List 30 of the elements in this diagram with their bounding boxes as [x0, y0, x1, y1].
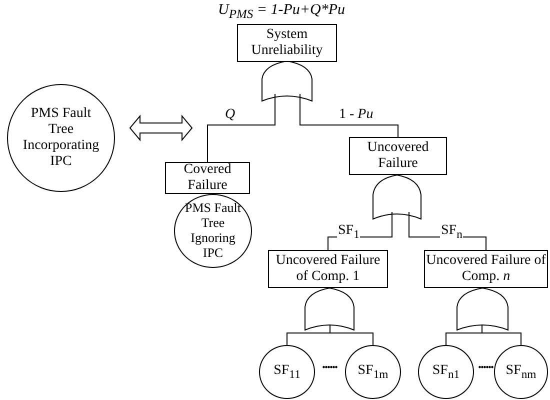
or-gate	[304, 288, 354, 330]
edge-label: SF$_{n}$	[440, 224, 464, 240]
event-box	[165, 162, 250, 194]
or-gate	[262, 60, 312, 102]
double-arrow	[129, 114, 193, 142]
event-label: SF$_{1m}$	[358, 362, 388, 382]
event-label: Covered Failure	[182, 162, 232, 194]
event-label: PMS Fault Tree Ignoring IPC	[184, 201, 242, 261]
ellipsis-dots: ......	[322, 357, 337, 373]
connector	[300, 94, 398, 138]
formula-text: U$_{PMS}$ = 1-Pu+Q*Pu	[218, 2, 346, 22]
event-box	[349, 137, 447, 175]
event-label: SF$_{nm}$	[506, 362, 536, 382]
event-circle	[494, 345, 548, 399]
event-label: Uncovered Failure of Comp. n	[425, 252, 547, 286]
event-box	[237, 24, 337, 62]
connector	[408, 212, 486, 250]
event-label: SF$_{n1}$	[432, 362, 460, 382]
event-label: System Unreliability	[250, 26, 324, 60]
edge-label: Q	[224, 108, 236, 122]
event-label: Uncovered Failure of Comp. 1	[274, 252, 382, 286]
edge-label: SF$_{1}$	[337, 224, 360, 240]
connector	[328, 212, 392, 250]
connector	[207, 94, 276, 162]
event-label: SF$_{11}$	[274, 362, 300, 382]
event-label: Uncovered Failure	[366, 140, 430, 172]
or-gate	[456, 288, 508, 330]
ellipsis-dots: ......	[478, 357, 493, 373]
or-gate	[372, 174, 422, 220]
event-label: PMS Fault Tree Incorporating IPC	[22, 106, 100, 170]
